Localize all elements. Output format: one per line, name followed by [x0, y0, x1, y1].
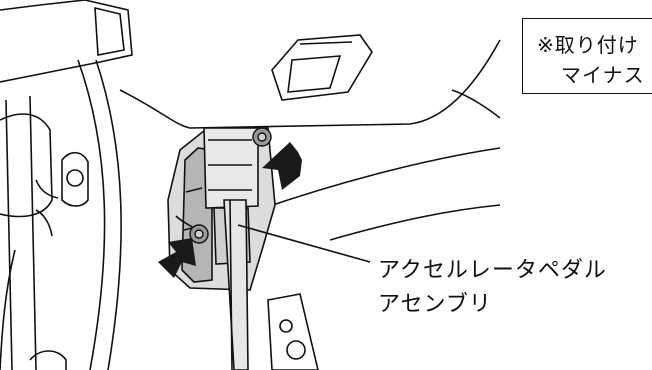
- callout-label-line2: アセンブリ: [378, 292, 492, 317]
- arrow-lower-bolt: [158, 238, 196, 278]
- pedal-rod-left: [77, 59, 122, 370]
- mounting-nut: [252, 127, 272, 147]
- note-line-1: ※取り付け: [537, 33, 639, 57]
- arrow-upper-nut: [262, 142, 302, 190]
- mounting-plate: [271, 34, 373, 101]
- note-line-2: マイナス: [561, 63, 645, 87]
- callout-label-line1: アクセルレータペダル: [378, 258, 607, 283]
- note-box: ※取り付け マイナス: [522, 18, 652, 94]
- mounting-bolt: [189, 224, 209, 244]
- dash-panel: [119, 39, 501, 241]
- pedal-bracket: [167, 127, 276, 291]
- pedal-pad-plate: [267, 293, 319, 370]
- callout-leader-line: [237, 224, 371, 263]
- steering-column: [0, 0, 133, 370]
- accelerator-pedal-arm: [223, 199, 249, 370]
